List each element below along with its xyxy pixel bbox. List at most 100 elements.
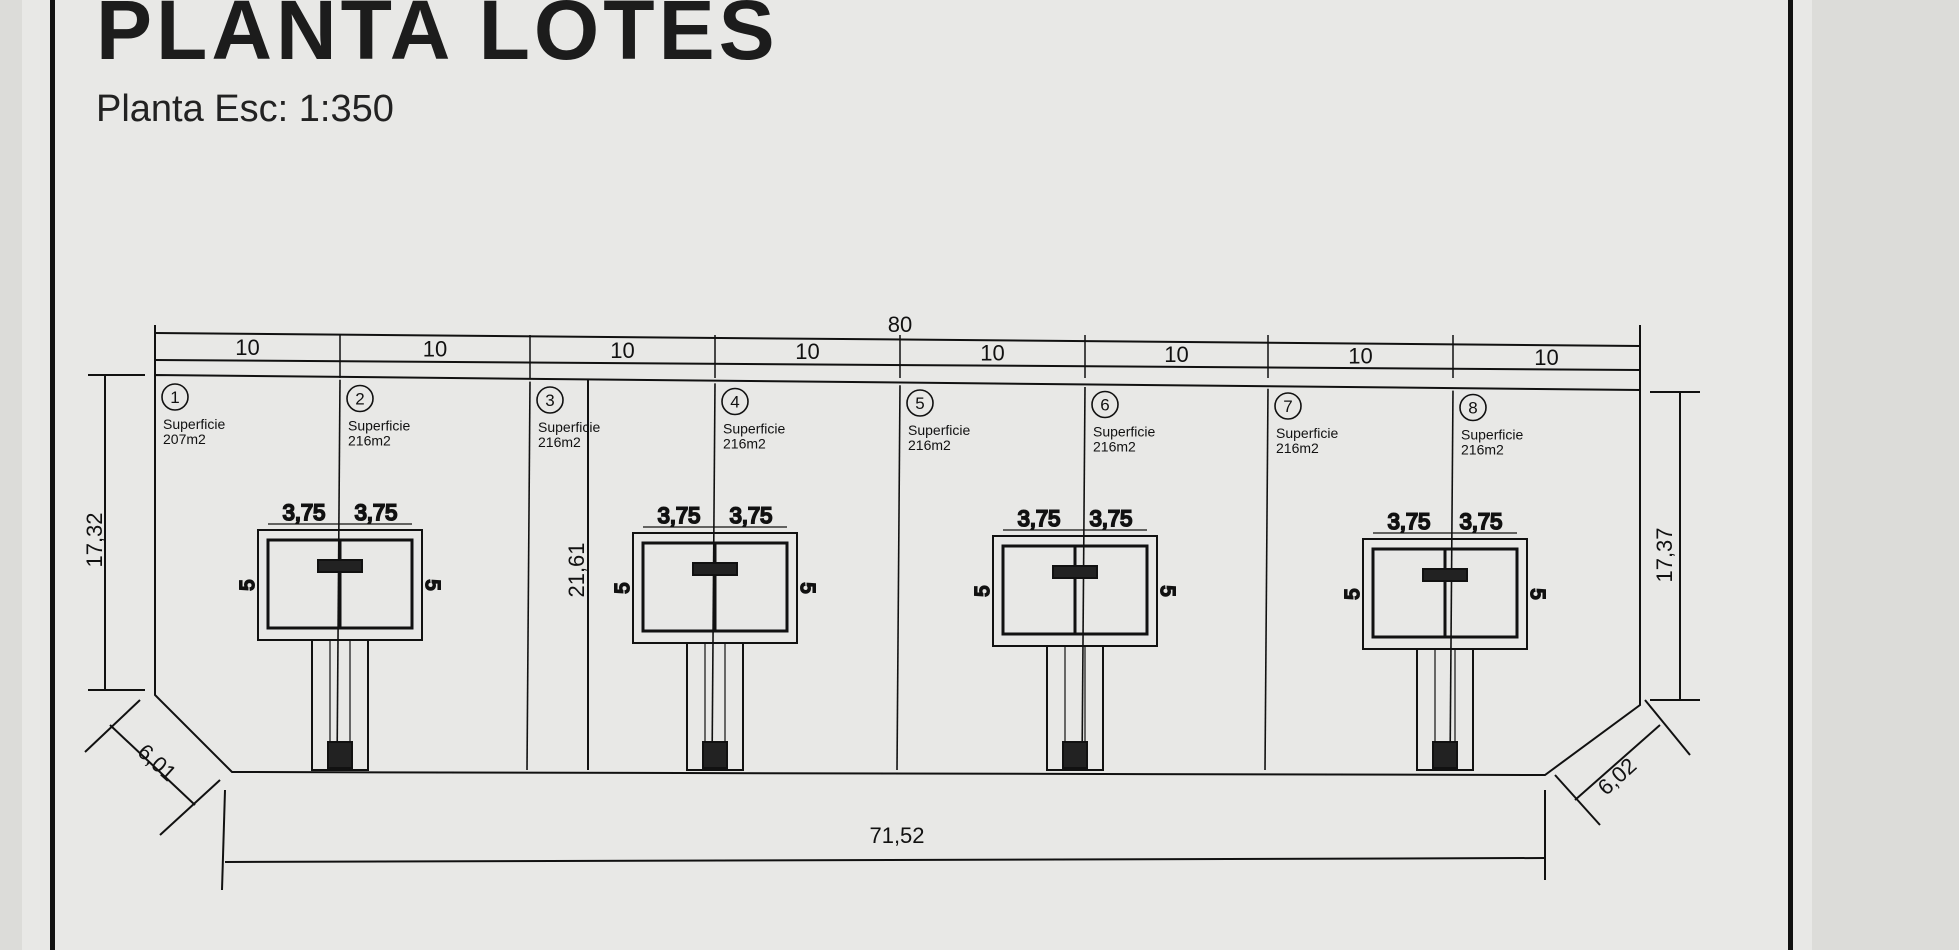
sheet-border-left	[50, 0, 55, 950]
lot-number: 3	[545, 391, 554, 410]
lot-area: 216m2	[723, 436, 766, 452]
house-depth-label: 5	[237, 579, 259, 590]
house-1: 3,75 3,75 5 5	[236, 499, 444, 771]
house-4: 3,75 3,75 5 5	[1341, 508, 1549, 771]
lot-width-label: 10	[980, 341, 1004, 366]
house-depth-label: 5	[1526, 588, 1548, 599]
house-half-width-label: 3,75	[658, 503, 701, 528]
page-title: PLANTA LOTES	[96, 0, 779, 77]
gate	[1062, 741, 1088, 769]
house-2: 3,75 3,75 5 5	[611, 502, 819, 771]
middle-depth-label: 21,61	[564, 542, 589, 597]
dim-tick	[84, 699, 141, 753]
lot-number: 2	[355, 390, 364, 409]
house-half-width-label: 3,75	[1460, 509, 1503, 534]
lot-width-label: 10	[423, 336, 447, 361]
scale-subtitle: Planta Esc: 1:350	[96, 88, 394, 130]
house-3: 3,75 3,75 5 5	[971, 505, 1179, 771]
access-path	[1416, 648, 1474, 771]
lot-number: 5	[915, 394, 924, 413]
dim-tick	[159, 779, 221, 836]
house-depth-label: 5	[972, 585, 994, 596]
stair-block	[317, 559, 363, 573]
lot-divider	[1264, 388, 1269, 771]
lot-width-label: 10	[1164, 342, 1188, 367]
lot-area: 216m2	[348, 433, 391, 449]
lot-area: 216m2	[1093, 439, 1136, 455]
lot-area: 216m2	[1461, 442, 1504, 458]
house-depth-label: 5	[421, 579, 443, 590]
right-chamfer-label: 6,02	[1593, 753, 1642, 800]
lot-number-circle	[721, 387, 749, 416]
paper-sheet	[22, 0, 1812, 950]
left-chamfer-dimension	[109, 724, 196, 806]
right-side-label: 17,37	[1652, 527, 1677, 582]
total-width-label: 80	[888, 312, 912, 337]
lot-number-circle	[536, 386, 564, 414]
lot-width-label: 10	[795, 339, 819, 364]
bottom-dimension-line	[224, 857, 1546, 863]
lot-number: 6	[1100, 396, 1109, 415]
house-depth-label: 5	[612, 582, 634, 593]
top-subdimension-line	[154, 359, 1641, 371]
stair-block	[1052, 565, 1098, 579]
lot-width-label: 10	[610, 338, 634, 363]
lot-number-circle	[906, 389, 934, 417]
lot-area: 216m2	[538, 434, 581, 450]
gate	[702, 741, 728, 769]
lot-superficie-label: Superficie	[538, 419, 600, 435]
right-chamfer-dimension	[1574, 724, 1661, 801]
house-half-width-label: 3,75	[283, 500, 326, 525]
dim-tick	[1644, 699, 1691, 756]
gate	[1432, 741, 1458, 769]
lot-number: 8	[1468, 399, 1477, 418]
lot-area: 207m2	[163, 431, 206, 447]
lot-number: 4	[730, 393, 739, 412]
lot-divider	[526, 381, 531, 771]
house-depth-label: 5	[1342, 588, 1364, 599]
lot-area: 216m2	[908, 437, 951, 453]
access-path	[311, 639, 369, 771]
bottom-width-label: 71,52	[869, 823, 924, 848]
access-path	[686, 642, 744, 771]
house-half-width-label: 3,75	[1018, 506, 1061, 531]
lot-superficie-label: Superficie	[723, 421, 785, 437]
lot-number: 1	[170, 388, 179, 407]
lot-width-label: 10	[235, 335, 259, 360]
gate	[327, 741, 353, 769]
house-half-width-label: 3,75	[730, 503, 773, 528]
house-half-width-label: 3,75	[1388, 509, 1431, 534]
lot-area: 216m2	[1276, 440, 1319, 456]
dim-tick	[1554, 774, 1601, 826]
lot-number: 7	[1283, 397, 1292, 416]
dim-tick	[221, 789, 226, 891]
sheet-border-right	[1788, 0, 1793, 950]
access-path	[1046, 645, 1104, 771]
lot-number-circle	[1459, 393, 1487, 422]
house-half-width-label: 3,75	[355, 500, 398, 525]
house-depth-label: 5	[796, 582, 818, 593]
lot-width-label: 10	[1348, 343, 1372, 368]
lot-number-circle	[161, 383, 189, 411]
stair-block	[1422, 568, 1468, 582]
lot-superficie-label: Superficie	[348, 418, 410, 434]
lot-width-label: 10	[1534, 345, 1558, 370]
left-chamfer-label: 6,01	[133, 739, 182, 786]
house-half-width-label: 3,75	[1090, 506, 1133, 531]
lot-superficie-label: Superficie	[163, 416, 225, 432]
lot-number-circle	[1274, 392, 1302, 420]
lot-number-circle	[346, 384, 374, 413]
top-dimension-line	[154, 332, 1641, 347]
lot-superficie-label: Superficie	[908, 422, 970, 438]
lot-superficie-label: Superficie	[1461, 427, 1523, 443]
house-depth-label: 5	[1156, 585, 1178, 596]
